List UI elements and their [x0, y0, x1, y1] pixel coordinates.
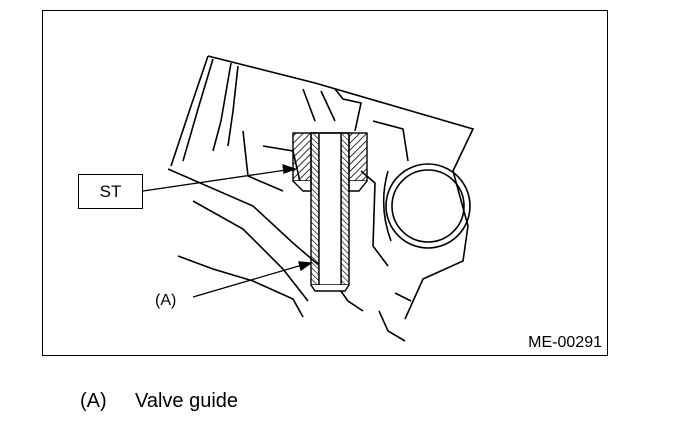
legend-key: (A) [80, 390, 107, 412]
legend-caption: (A) Valve guide [80, 390, 238, 413]
st-leader-line [142, 164, 297, 192]
figure-frame: ST (A) ME-00291 [42, 10, 608, 356]
part-a-label: (A) [155, 292, 177, 309]
figure-code: ME-00291 [528, 334, 602, 351]
a-leader-line [192, 261, 313, 298]
cylinder-head-drawing [142, 55, 475, 342]
valve-guide [310, 132, 350, 292]
st-label-box: ST [78, 174, 143, 209]
legend-text: Valve guide [135, 390, 239, 412]
st-label: ST [99, 181, 122, 201]
camshaft-journal [382, 163, 471, 249]
